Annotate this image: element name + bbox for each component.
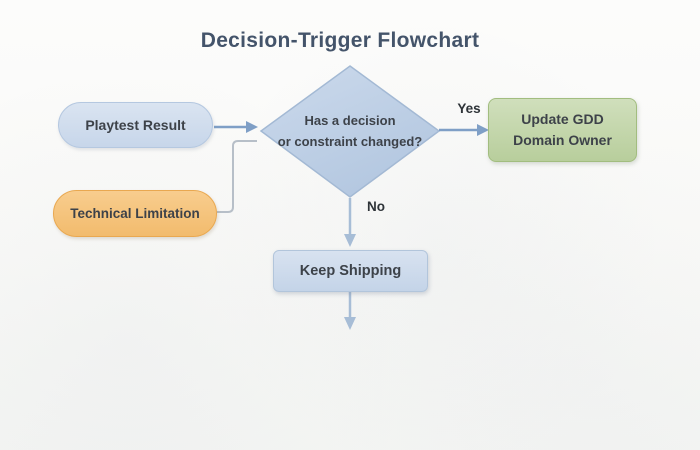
decision-diamond-shape xyxy=(259,65,441,198)
decision-label-line2: or constraint changed? xyxy=(277,134,423,149)
arrowhead-playtest-to-decision xyxy=(246,121,258,133)
node-technical-limitation-label: Technical Limitation xyxy=(70,206,200,221)
node-playtest-result: Playtest Result xyxy=(58,102,213,148)
arrowhead-decision-to-keep-shipping xyxy=(344,234,356,247)
node-playtest-result-label: Playtest Result xyxy=(85,117,186,133)
node-decision-label: Has a decision or constraint changed? xyxy=(258,110,442,152)
connector-technical-to-decision xyxy=(217,140,257,213)
node-update-gdd: Update GDD Domain Owner xyxy=(488,98,637,162)
edge-label-no: No xyxy=(367,199,385,214)
node-keep-shipping: Keep Shipping xyxy=(273,250,428,292)
update-gdd-label-line1: Update GDD xyxy=(521,111,604,127)
arrowhead-decision-to-update-gdd xyxy=(477,124,489,136)
page-title: Decision-Trigger Flowchart xyxy=(200,29,480,52)
node-keep-shipping-label: Keep Shipping xyxy=(299,263,402,279)
edge-label-yes: Yes xyxy=(457,101,481,116)
decision-label-line1: Has a decision xyxy=(304,113,396,128)
node-technical-limitation: Technical Limitation xyxy=(53,190,217,237)
arrowhead-keep-shipping-out xyxy=(344,317,356,330)
update-gdd-label-line2: Domain Owner xyxy=(513,132,612,148)
